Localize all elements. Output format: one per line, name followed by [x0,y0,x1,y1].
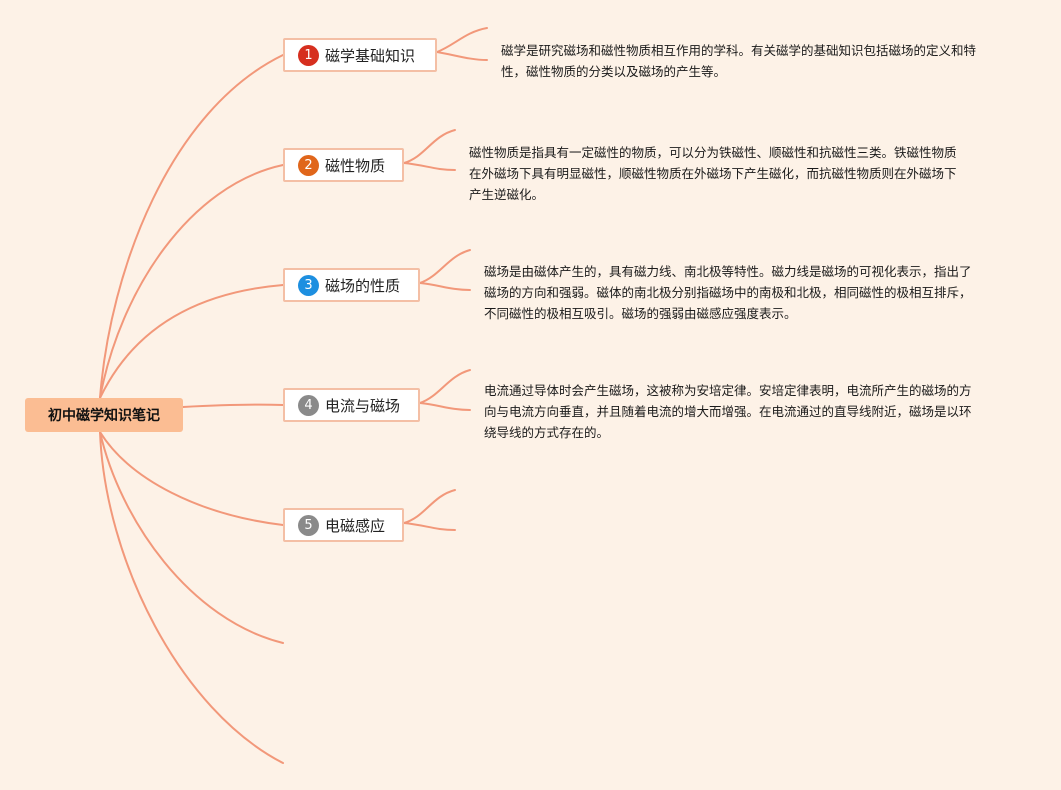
connector-topic-2-note-lower [403,162,456,171]
priority-2-icon: 2 [298,154,319,176]
topic-label: 电流与磁场 [325,396,401,415]
note-magnetic-field-properties[interactable]: 磁场是由磁体产生的，具有磁力线、南北极等特性。磁力线是磁场的可视化表示，指出了磁… [484,264,972,321]
priority-5-icon: 5 [298,514,319,536]
priority-3-icon: 3 [298,274,319,296]
root-topic[interactable]: 初中磁学知识笔记 [25,398,183,432]
topic-magnetic-field-properties[interactable]: 3 磁场的性质 [283,268,420,302]
connector-root-topic-1 [99,54,284,399]
note-magnetism-basics[interactable]: 磁学是研究磁场和磁性物质相互作用的学科。有关磁学的基础知识包括磁场的定义和特性，… [501,43,977,79]
connector-root-topic-2 [99,164,284,399]
connector-topic-1-note-lower [436,51,488,61]
connector-root-topic-4 [182,403,284,408]
connector-topic-5-branch [403,489,456,524]
root-topic-label: 初中磁学知识笔记 [48,408,160,424]
connector-topic-5-branch-lower [403,522,456,531]
connector-topic-4-note-lower [419,402,471,411]
connector-topic-3-note [419,249,471,284]
connector-root-empty-6 [99,431,284,644]
topic-label: 磁学基础知识 [325,46,416,65]
connector-topic-2-note [403,129,456,164]
priority-4-icon: 4 [298,394,319,416]
note-current-and-magnetic-field[interactable]: 电流通过导体时会产生磁场，这被称为安培定律。安培定律表明，电流所产生的磁场的方向… [484,383,972,440]
topic-magnetism-basics[interactable]: 1 磁学基础知识 [283,38,437,72]
connector-topic-4-note [419,369,471,404]
note-magnetic-materials[interactable]: 磁性物质是指具有一定磁性的物质，可以分为铁磁性、顺磁性和抗磁性三类。铁磁性物质在… [469,145,957,202]
priority-1-icon: 1 [298,44,319,66]
topic-label: 磁场的性质 [325,276,401,295]
topic-label: 电磁感应 [325,516,386,535]
topic-magnetic-materials[interactable]: 2 磁性物质 [283,148,404,182]
topic-label: 磁性物质 [325,156,386,175]
connector-root-topic-3 [99,284,284,399]
connector-topic-3-note-lower [419,282,471,291]
connector-topic-1-note [436,27,488,53]
topic-current-and-magnetic-field[interactable]: 4 电流与磁场 [283,388,420,422]
connector-root-topic-5 [99,431,284,526]
connector-root-empty-7 [99,431,284,764]
topic-electromagnetic-induction[interactable]: 5 电磁感应 [283,508,404,542]
